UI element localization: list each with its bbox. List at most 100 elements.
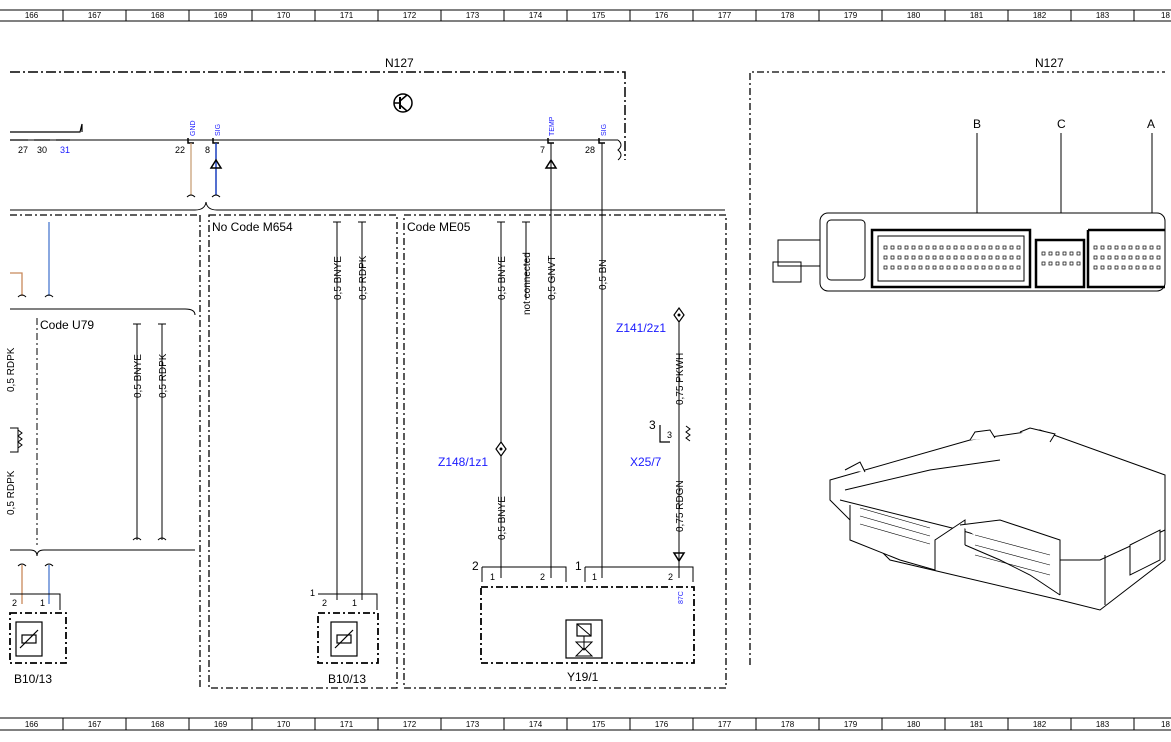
splice-z141: Z141/2z1 xyxy=(616,321,666,335)
m654-label: No Code M654 xyxy=(212,220,293,234)
connector-pin xyxy=(974,265,979,270)
me05-wire-bnye-lower: 0,5 BNYE xyxy=(497,496,508,540)
connector-pin xyxy=(939,255,944,260)
ecu-picture: N127 B C A xyxy=(749,56,1166,665)
connector-pin xyxy=(904,245,909,250)
temperature-sensor-icon-2 xyxy=(330,621,358,657)
connector-pin xyxy=(1128,265,1133,270)
connector-pin xyxy=(1100,265,1105,270)
ecu-top-view xyxy=(772,212,1166,292)
connector-pin xyxy=(1009,255,1014,260)
connector-pin xyxy=(946,245,951,250)
connector-pin xyxy=(1100,245,1105,250)
connector-pin xyxy=(1114,255,1119,260)
connector-pin xyxy=(974,255,979,260)
u79-wire-rdpk: 0,5 RDPK xyxy=(158,353,169,398)
connector-pin xyxy=(1009,265,1014,270)
connector-pin xyxy=(1093,255,1098,260)
connector-pin xyxy=(1093,245,1098,250)
connector-pin xyxy=(946,255,951,260)
m654-sensor-label: B10/13 xyxy=(328,672,366,686)
connector-pin xyxy=(953,265,958,270)
ruler-label: 173 xyxy=(466,720,480,729)
connector-pin xyxy=(1002,265,1007,270)
connector-pin xyxy=(1149,265,1154,270)
connector-pin xyxy=(974,245,979,250)
connector-pin xyxy=(1114,265,1119,270)
x25-pin: 3 xyxy=(649,418,656,432)
connector-pin xyxy=(995,255,1000,260)
connector-pin xyxy=(1156,255,1161,260)
conn-right-pin-1: 1 xyxy=(592,572,597,582)
code-u79-section: Code U79 0,5 RDPK 0,5 RDPK 0,5 BNYE 0,5 … xyxy=(6,214,201,688)
ecu-wires xyxy=(186,143,603,578)
ruler-label: 176 xyxy=(655,720,669,729)
ruler-label: 170 xyxy=(277,11,291,20)
ruler-label: 183 xyxy=(1096,720,1110,729)
connector-pin xyxy=(918,265,923,270)
pin-87c: 87C xyxy=(678,591,685,604)
ruler-label: 174 xyxy=(529,11,543,20)
connector-pin xyxy=(1142,255,1147,260)
connector-pin xyxy=(925,265,930,270)
connector-pin xyxy=(1069,261,1074,266)
splice-z148: Z148/1z1 xyxy=(438,455,488,469)
ruler-label: 183 xyxy=(1096,11,1110,20)
connector-pin xyxy=(981,265,986,270)
valve-label: Y19/1 xyxy=(567,670,599,684)
ruler-label: 179 xyxy=(844,720,858,729)
connector-pin xyxy=(883,255,888,260)
connector-pin xyxy=(925,255,930,260)
connector-a-label: A xyxy=(1147,117,1155,131)
ruler-label: 169 xyxy=(214,720,228,729)
code-u79-label: Code U79 xyxy=(40,318,94,332)
x25-inner: 3 xyxy=(667,430,672,440)
me05-not-connected: not connected xyxy=(522,252,533,315)
ruler-label: 176 xyxy=(655,11,669,20)
ruler-label: 178 xyxy=(781,720,795,729)
u79-pin-2: 2 xyxy=(12,598,17,608)
pin-8: 8 xyxy=(205,145,210,155)
connector-pin xyxy=(1076,251,1081,256)
u79-pin-1: 1 xyxy=(40,598,45,608)
connector-pin xyxy=(960,245,965,250)
connector-pin xyxy=(1062,261,1067,266)
connector-pin xyxy=(1149,245,1154,250)
connector-pin xyxy=(1076,261,1081,266)
connector-pin xyxy=(995,265,1000,270)
connector-pin xyxy=(1107,265,1112,270)
connector-pin xyxy=(1055,261,1060,266)
connector-pin xyxy=(1114,245,1119,250)
me05-label: Code ME05 xyxy=(407,220,471,234)
connector-pin xyxy=(897,245,902,250)
connector-pin xyxy=(1107,245,1112,250)
ruler-label: 175 xyxy=(592,720,606,729)
ruler-label: 169 xyxy=(214,11,228,20)
code-me05-section: Code ME05 0,5 BNYE not connected 0,5 GNV… xyxy=(403,214,727,689)
ruler-label: 167 xyxy=(88,11,102,20)
m654-pin-1: 1 xyxy=(352,598,357,608)
ruler-label: 172 xyxy=(403,11,417,20)
connector-pin xyxy=(1002,255,1007,260)
ecu-n127-box: N127 27 30 31 22 GND 8 SIG 7 TEMP 28 SIG xyxy=(10,56,626,161)
ruler-label: 173 xyxy=(466,11,480,20)
ruler-label: 18 xyxy=(1161,720,1170,729)
me05-wire-gnvt: 0,5 GNVT xyxy=(547,256,558,300)
conn-left-num: 2 xyxy=(472,559,479,573)
connector-pin xyxy=(932,265,937,270)
connector-pin xyxy=(1016,245,1021,250)
connector-pin xyxy=(932,245,937,250)
ruler-label: 167 xyxy=(88,720,102,729)
ruler-label: 175 xyxy=(592,11,606,20)
connector-pin xyxy=(1128,245,1133,250)
connector-pin xyxy=(988,255,993,260)
connector-pin xyxy=(1142,265,1147,270)
connector-pin xyxy=(1149,255,1154,260)
pin-sig2-label: SIG xyxy=(601,124,608,136)
connector-pin xyxy=(1041,261,1046,266)
connector-pin xyxy=(1069,251,1074,256)
u79-sensor-label: B10/13 xyxy=(14,672,52,686)
connector-pin xyxy=(883,265,888,270)
